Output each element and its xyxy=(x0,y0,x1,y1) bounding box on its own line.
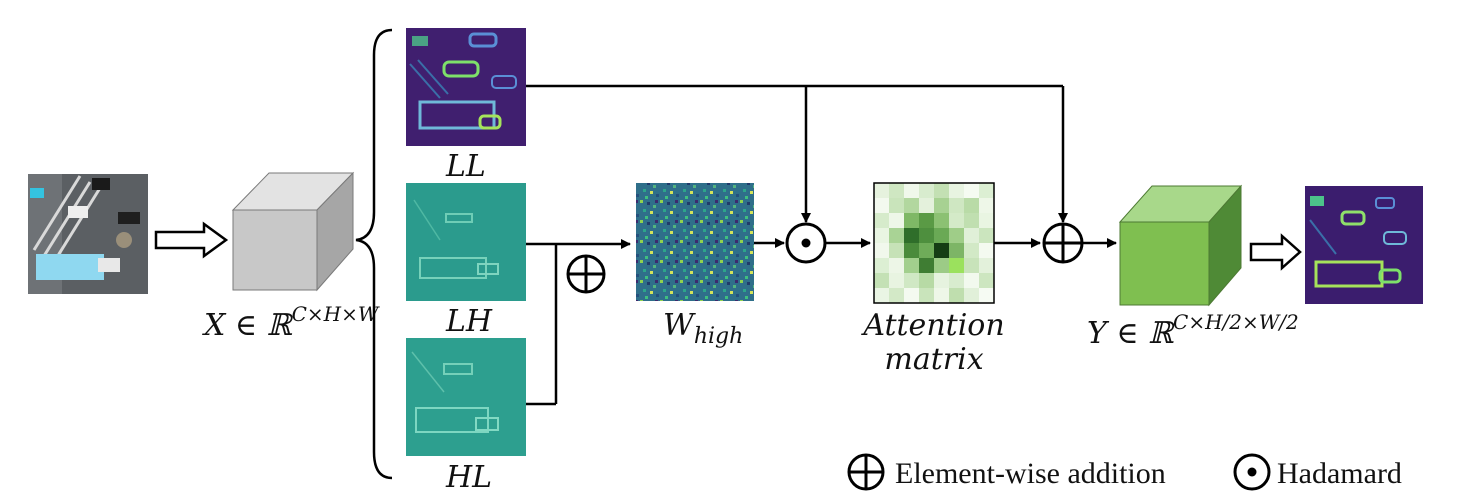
hadamard-symbol xyxy=(785,222,827,264)
output-tensor-label: Y ∈ ℝC×H/2×W/2 xyxy=(1087,310,1299,351)
input-image xyxy=(28,174,148,294)
attention-label-line2: matrix xyxy=(884,342,983,377)
addition-symbol-output xyxy=(1042,222,1084,264)
legend-hadamard-text: Hadamard xyxy=(1277,457,1402,490)
high-frequency-connectors xyxy=(526,239,631,406)
hl-label: HL xyxy=(445,460,492,495)
ll-label: LL xyxy=(445,149,486,184)
attention-matrix-grid xyxy=(873,182,995,304)
output-image xyxy=(1305,186,1423,304)
w-high-image xyxy=(636,183,754,301)
hl-subband-image xyxy=(406,338,526,456)
legend-addition-symbol xyxy=(847,453,885,491)
hollow-arrow-input xyxy=(154,221,229,259)
legend-hadamard-symbol xyxy=(1233,453,1271,491)
input-tensor-label: X ∈ ℝC×H×W xyxy=(202,302,380,343)
decomposition-brace xyxy=(355,28,393,480)
legend-addition-text: Element-wise addition xyxy=(895,457,1166,490)
output-cube xyxy=(1118,184,1243,307)
hollow-arrow-output xyxy=(1249,233,1302,271)
w-high-label: Whigh xyxy=(663,308,743,349)
ll-skip-connections xyxy=(526,84,1068,223)
addition-symbol-highfreq xyxy=(566,254,606,294)
lh-subband-image xyxy=(406,183,526,301)
legend: Element-wise addition Hadamard xyxy=(847,453,1402,491)
lh-label: LH xyxy=(445,304,493,339)
ll-subband-image xyxy=(406,28,526,146)
input-cube xyxy=(231,171,355,292)
attention-label-line1: Attention xyxy=(860,308,1004,343)
